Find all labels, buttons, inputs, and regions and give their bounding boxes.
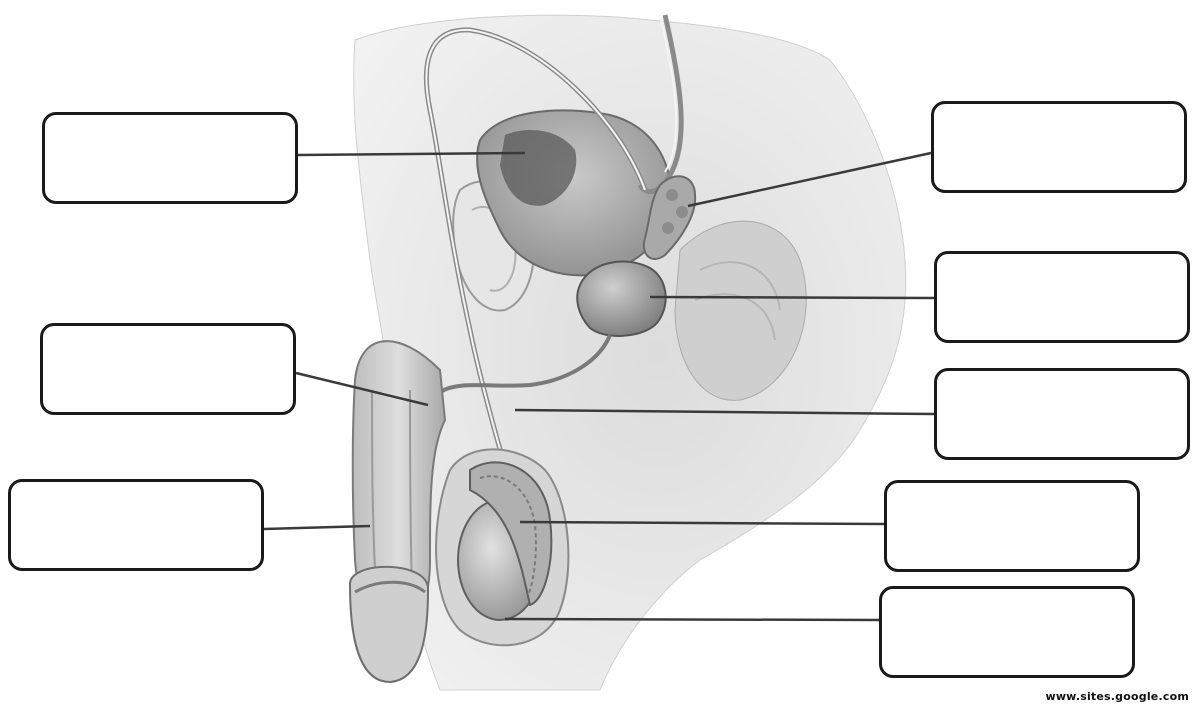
label-box-right-2[interactable]: [934, 251, 1190, 343]
label-box-left-2[interactable]: [40, 323, 296, 415]
label-box-right-5[interactable]: [879, 586, 1135, 678]
label-box-left-1[interactable]: [42, 112, 298, 204]
label-box-left-3[interactable]: [8, 479, 264, 571]
pointer-line-right-2: [650, 297, 934, 298]
pointer-line-right-5: [505, 619, 879, 620]
label-box-right-1[interactable]: [931, 101, 1187, 193]
prostate-gland: [577, 262, 665, 336]
label-box-right-4[interactable]: [884, 480, 1140, 572]
glans: [350, 567, 428, 682]
label-box-right-3[interactable]: [934, 368, 1190, 460]
source-credit: www.sites.google.com: [1045, 690, 1189, 703]
body-silhouette: [354, 15, 906, 690]
